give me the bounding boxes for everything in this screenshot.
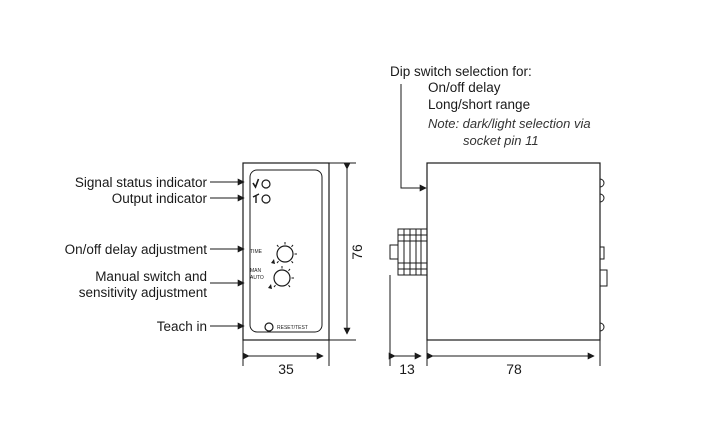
side-indicator-2 [599, 193, 605, 203]
label-output: Output indicator [112, 191, 208, 206]
dip-note1: Note: dark/light selection via [428, 116, 591, 131]
label-delay-adjust: On/off delay adjustment [65, 242, 208, 257]
label-manual-line2: sensitivity adjustment [79, 285, 208, 300]
dim-width: 35 [278, 361, 294, 377]
side-indicator-1 [599, 178, 605, 188]
dip-line1: On/off delay [428, 80, 501, 95]
side-knob-1 [599, 246, 605, 260]
front-view [242, 162, 330, 341]
panel-mark-man: MAN [250, 268, 262, 274]
label-teach: Teach in [157, 319, 207, 334]
panel-mark-reset: RESET/TEST [277, 325, 308, 331]
output-led [261, 194, 271, 204]
panel-mark-auto: AUTO [250, 275, 264, 281]
dim-socket: 13 [399, 361, 415, 377]
dip-title: Dip switch selection for: [390, 64, 532, 79]
label-signal-status: Signal status indicator [75, 175, 208, 190]
socket-connector [389, 228, 428, 276]
panel-mark-time: TIME [250, 249, 263, 255]
side-view [389, 162, 608, 341]
side-housing [426, 162, 601, 341]
manual-sensitivity-knob [268, 266, 294, 289]
time-knob [271, 242, 297, 264]
signal-status-led [261, 179, 271, 189]
dip-line2: Long/short range [428, 97, 530, 112]
leader-dip-switch [400, 84, 427, 192]
front-panel [249, 169, 323, 333]
dim-depth: 78 [506, 361, 522, 377]
teach-button [264, 322, 274, 332]
check-mark-icon [252, 178, 260, 189]
side-button [599, 322, 605, 332]
output-symbol-icon [252, 193, 260, 203]
label-manual-line1: Manual switch and [95, 269, 207, 284]
dim-height: 76 [349, 244, 365, 260]
dip-note2: socket pin 11 [463, 133, 539, 148]
side-knob-2 [599, 269, 608, 287]
